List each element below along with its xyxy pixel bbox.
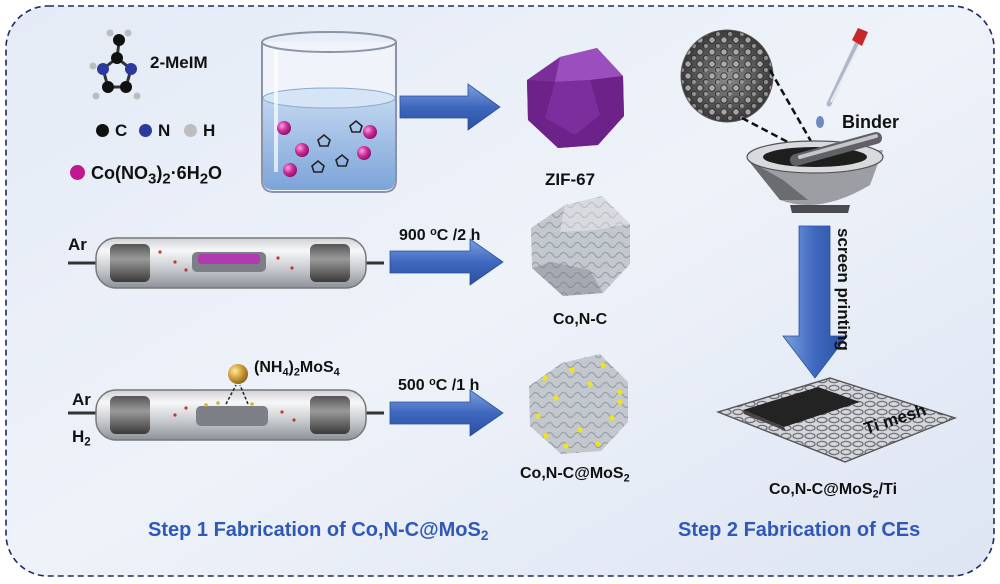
- nitrogen-atom-icon: [139, 124, 152, 137]
- pyrolysis-condition: 900 oC /2 h: [399, 226, 481, 244]
- argon-label-1: Ar: [68, 235, 87, 254]
- arrow-right-icon: [399, 83, 501, 131]
- precursor-label: (NH4)2MoS4: [254, 359, 340, 379]
- legend-hydrogen-label: H: [203, 121, 216, 140]
- legend-carbon: C: [96, 122, 127, 139]
- sulfidation-condition: 500 oC /1 h: [398, 376, 480, 394]
- beaker-icon: [261, 31, 397, 193]
- legend-carbon-label: C: [115, 121, 128, 140]
- step1-caption: Step 1 Fabrication of Co,N-C@MoS2: [148, 519, 489, 544]
- mortar-icon: [746, 132, 884, 213]
- zif67-crystal-icon: [527, 48, 624, 148]
- con-c-mos2-label: Co,N-C@MoS2: [520, 465, 630, 485]
- zif67-label: ZIF-67: [545, 170, 596, 189]
- legend-nitrogen: N: [139, 122, 170, 139]
- cobalt-ion-icon: [70, 165, 85, 180]
- ligand-label: 2-MeIM: [150, 53, 208, 72]
- legend-nitrogen-label: N: [158, 121, 171, 140]
- arrow-down-icon: [782, 225, 848, 379]
- carbon-atom-icon: [96, 124, 109, 137]
- legend-hydrogen: H: [184, 122, 215, 139]
- arrow-right-icon: [389, 238, 504, 286]
- methylimidazole-molecule-icon: [89, 29, 141, 100]
- hydrogen-gas-label: H2: [72, 427, 91, 449]
- ti-mesh-icon: [715, 377, 958, 463]
- legend-cobalt: Co(NO3)2·6H2O: [70, 164, 222, 187]
- arrow-right-icon: [389, 389, 504, 437]
- con-c-crystal-icon: [531, 196, 630, 296]
- hydrogen-atom-icon: [184, 124, 197, 137]
- step2-caption: Step 2 Fabrication of CEs: [678, 519, 921, 541]
- screen-printing-label: screen printing: [834, 228, 853, 351]
- tube-furnace-1: [68, 237, 384, 289]
- final-electrode-label: Co,N-C@MoS2/Ti: [769, 481, 898, 501]
- cobalt-salt-label: Co(NO3)2·6H2O: [91, 163, 223, 188]
- con-c-mos2-crystal-icon: [529, 354, 628, 454]
- sem-image: [680, 29, 774, 123]
- binder-label: Binder: [842, 112, 900, 132]
- con-c-label: Co,N-C: [553, 311, 608, 328]
- argon-label-2: Ar: [72, 390, 91, 409]
- pipette-icon: [816, 28, 868, 128]
- tube-furnace-2: [68, 364, 384, 441]
